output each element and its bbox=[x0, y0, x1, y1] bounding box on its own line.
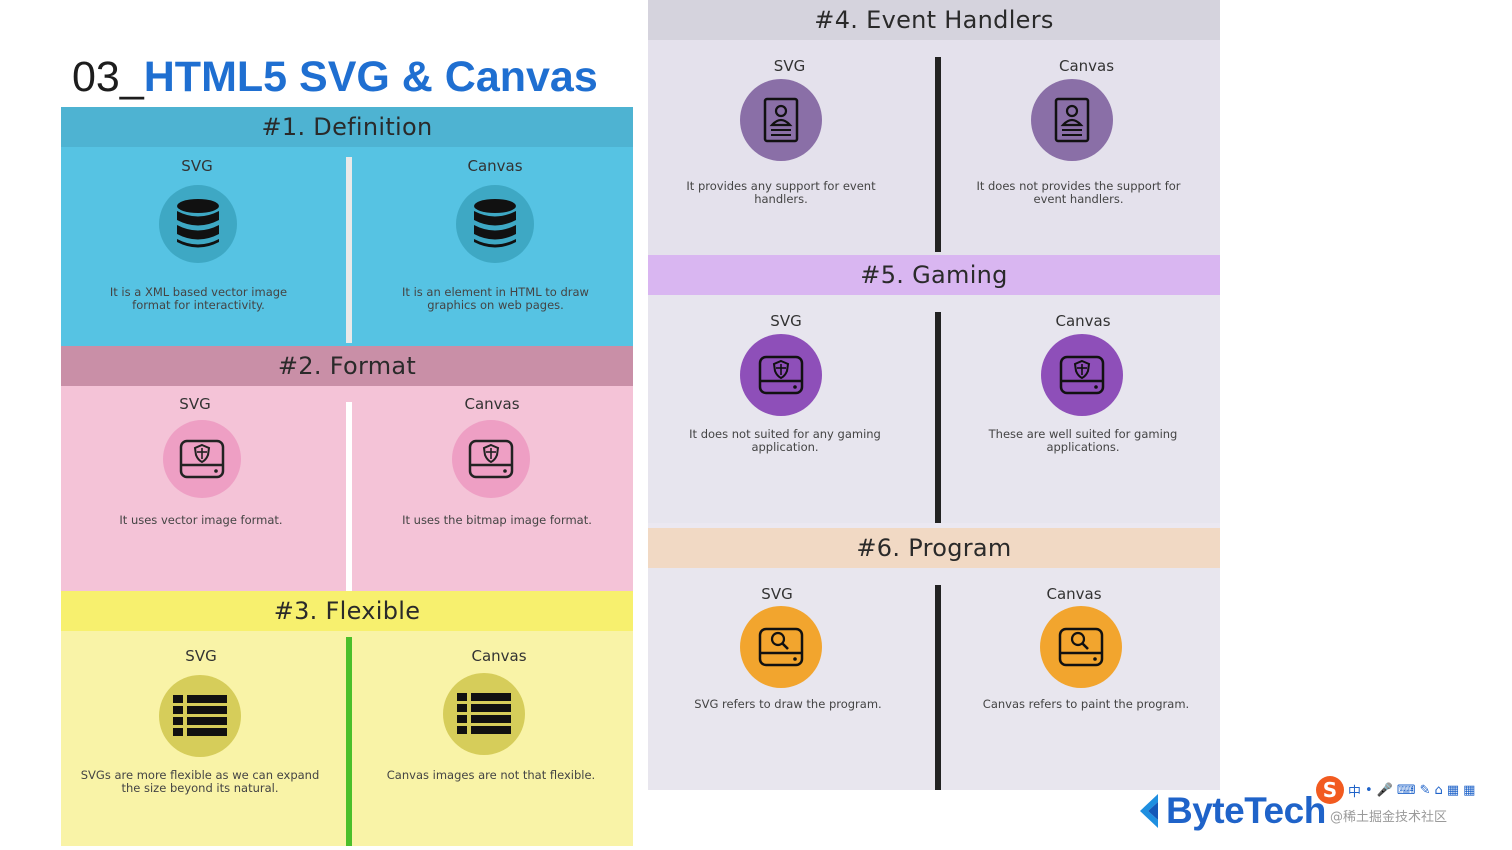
svg-column-title: SVG bbox=[761, 585, 793, 603]
canvas-column-title: Canvas bbox=[1055, 312, 1111, 330]
skin-icon[interactable]: ⌂ bbox=[1434, 782, 1443, 798]
svg-description: It provides any support for event handle… bbox=[686, 179, 876, 206]
section-gaming: #5. Gaming SVG It does not suited for an… bbox=[648, 255, 1220, 523]
canvas-column-title: Canvas bbox=[1058, 57, 1115, 75]
grid-icon[interactable]: ▦ bbox=[1446, 782, 1460, 798]
svg-column-title: SVG bbox=[770, 312, 802, 330]
list-icon bbox=[443, 673, 525, 755]
column-divider bbox=[935, 57, 941, 252]
section-format: #2. Format SVG It uses vector image form… bbox=[61, 346, 633, 591]
svg-description: It uses vector image format. bbox=[119, 513, 283, 527]
canvas-description: Canvas images are not that flexible. bbox=[386, 768, 596, 782]
section-header: #5. Gaming bbox=[648, 255, 1220, 295]
svg-description: It does not suited for any gaming applic… bbox=[689, 427, 881, 454]
drive-search-icon bbox=[1040, 606, 1122, 688]
canvas-description: These are well suited for gaming applica… bbox=[988, 427, 1178, 454]
drive-shield-icon bbox=[740, 334, 822, 416]
slide-title: 03_HTML5 SVG & Canvas bbox=[72, 52, 598, 102]
column-divider bbox=[346, 402, 352, 591]
logo-text: ByteTech bbox=[1166, 790, 1326, 831]
column-divider bbox=[346, 157, 352, 343]
drive-shield-icon bbox=[163, 420, 241, 498]
section-header: #2. Format bbox=[61, 346, 633, 386]
drive-shield-icon bbox=[1041, 334, 1123, 416]
section-header: #3. Flexible bbox=[61, 591, 633, 631]
ime-chinese-mode[interactable]: 中 bbox=[1348, 784, 1362, 800]
section-flexible: #3. Flexible SVG SVGs are more flexible … bbox=[61, 591, 633, 846]
keyboard-icon[interactable]: ⌨ bbox=[1396, 782, 1416, 798]
database-icon bbox=[159, 185, 237, 263]
column-divider bbox=[935, 312, 941, 523]
section-header: #1. Definition bbox=[61, 107, 633, 147]
section-program: #6. Program SVG SVG refers to draw the p… bbox=[648, 528, 1220, 790]
canvas-description: It is an element in HTML to draw graphic… bbox=[402, 285, 589, 312]
title-text: HTML5 SVG & Canvas bbox=[143, 53, 598, 101]
section-header: #4. Event Handlers bbox=[648, 0, 1220, 40]
canvas-description: Canvas refers to paint the program. bbox=[982, 697, 1190, 711]
svg-description: SVG refers to draw the program. bbox=[694, 697, 882, 711]
pen-icon[interactable]: ✎ bbox=[1419, 782, 1431, 798]
bytetech-logo-icon bbox=[1140, 794, 1158, 828]
svg-column-title: SVG bbox=[179, 395, 211, 413]
canvas-description: It uses the bitmap image format. bbox=[402, 513, 592, 527]
ime-logo-icon[interactable]: S bbox=[1316, 776, 1344, 804]
canvas-column-title: Canvas bbox=[1046, 585, 1102, 603]
ime-toolbar[interactable]: S 中 • 🎤 ⌨ ✎ ⌂ ▦ ▦ bbox=[1316, 776, 1475, 804]
section-event-handlers: #4. Event Handlers SVG It provides any s… bbox=[648, 0, 1220, 255]
list-icon bbox=[159, 675, 241, 757]
microphone-icon[interactable]: 🎤 bbox=[1376, 782, 1393, 798]
section-header: #6. Program bbox=[648, 528, 1220, 568]
canvas-column-title: Canvas bbox=[471, 647, 527, 665]
database-icon bbox=[456, 185, 534, 263]
canvas-description: It does not provides the support for eve… bbox=[976, 179, 1181, 206]
svg-column-title: SVG bbox=[181, 157, 213, 175]
canvas-column-title: Canvas bbox=[464, 395, 520, 413]
title-number: 03_ bbox=[72, 53, 144, 101]
apps-icon[interactable]: ▦ bbox=[1463, 782, 1476, 798]
user-profile-icon bbox=[740, 79, 822, 161]
section-definition: #1. Definition SVG It is a XML based vec… bbox=[61, 107, 633, 346]
watermark: @稀土掘金技术社区 bbox=[1330, 810, 1448, 825]
user-profile-icon bbox=[1031, 79, 1113, 161]
drive-shield-icon bbox=[452, 420, 530, 498]
ime-punctuation[interactable]: • bbox=[1365, 782, 1373, 798]
svg-column-title: SVG bbox=[185, 647, 217, 665]
svg-column-title: SVG bbox=[773, 57, 806, 75]
canvas-column-title: Canvas bbox=[467, 157, 523, 175]
column-divider bbox=[935, 585, 941, 790]
svg-description: SVGs are more flexible as we can expand … bbox=[80, 768, 320, 795]
bytetech-logo: ByteTech bbox=[1136, 790, 1326, 832]
svg-description: It is a XML based vector image format fo… bbox=[109, 285, 288, 312]
column-divider bbox=[346, 637, 352, 846]
drive-search-icon bbox=[740, 606, 822, 688]
